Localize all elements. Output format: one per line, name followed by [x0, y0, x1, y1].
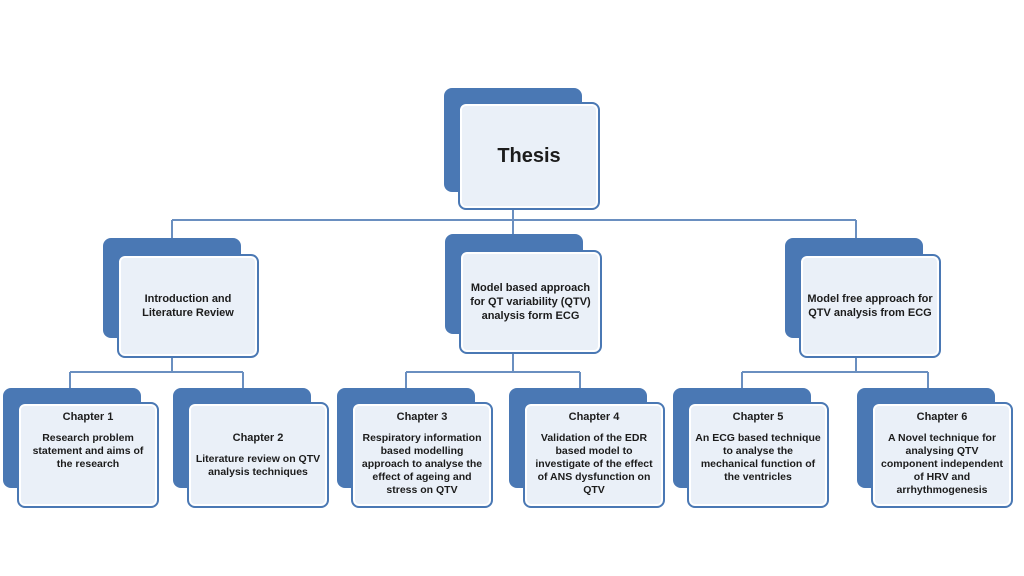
chapter-6-node: Chapter 6 A Novel technique for analysin…: [857, 388, 1013, 508]
branch-model-based: Model based approach for QT variability …: [445, 234, 602, 354]
chapter-6-text: A Novel technique for analysing QTV comp…: [881, 432, 1003, 496]
branch-1-label: Introduction and Literature Review: [142, 293, 234, 319]
chapter-5-text: An ECG based technique to analyse the me…: [695, 432, 821, 483]
chapter-1-heading: Chapter 1: [62, 411, 114, 423]
chapter-4-node: Chapter 4 Validation of the EDR based mo…: [509, 388, 665, 508]
chapter-3-node: Chapter 3 Respiratory information based …: [337, 388, 493, 508]
root-label: Thesis: [497, 144, 561, 167]
chapter-5-heading: Chapter 5: [732, 411, 784, 423]
chapter-5-node: Chapter 5 An ECG based technique to anal…: [673, 388, 829, 508]
chapter-1-node: Chapter 1 Research problem statement and…: [3, 388, 159, 508]
branch-2-label: Model based approach for QT variability …: [470, 282, 591, 322]
chapter-2-node: Chapter 2 Literature review on QTV analy…: [173, 388, 329, 508]
chapter-6-heading: Chapter 6: [916, 411, 968, 423]
root-node: Thesis: [444, 88, 600, 210]
branch-model-free: Model free approach for QTV analysis fro…: [785, 238, 941, 358]
chapter-2-text: Literature review on QTV analysis techni…: [195, 453, 321, 478]
chapter-3-text: Respiratory information based modelling …: [361, 432, 483, 496]
chapter-2-heading: Chapter 2: [232, 432, 284, 444]
chapter-3-heading: Chapter 3: [396, 411, 448, 423]
branch-introduction: Introduction and Literature Review: [103, 238, 259, 358]
branch-3-label: Model free approach for QTV analysis fro…: [807, 293, 933, 319]
chapter-1-text: Research problem statement and aims of t…: [32, 432, 144, 470]
chapter-4-heading: Chapter 4: [568, 411, 620, 423]
chapter-4-text: Validation of the EDR based model to inv…: [535, 432, 653, 496]
